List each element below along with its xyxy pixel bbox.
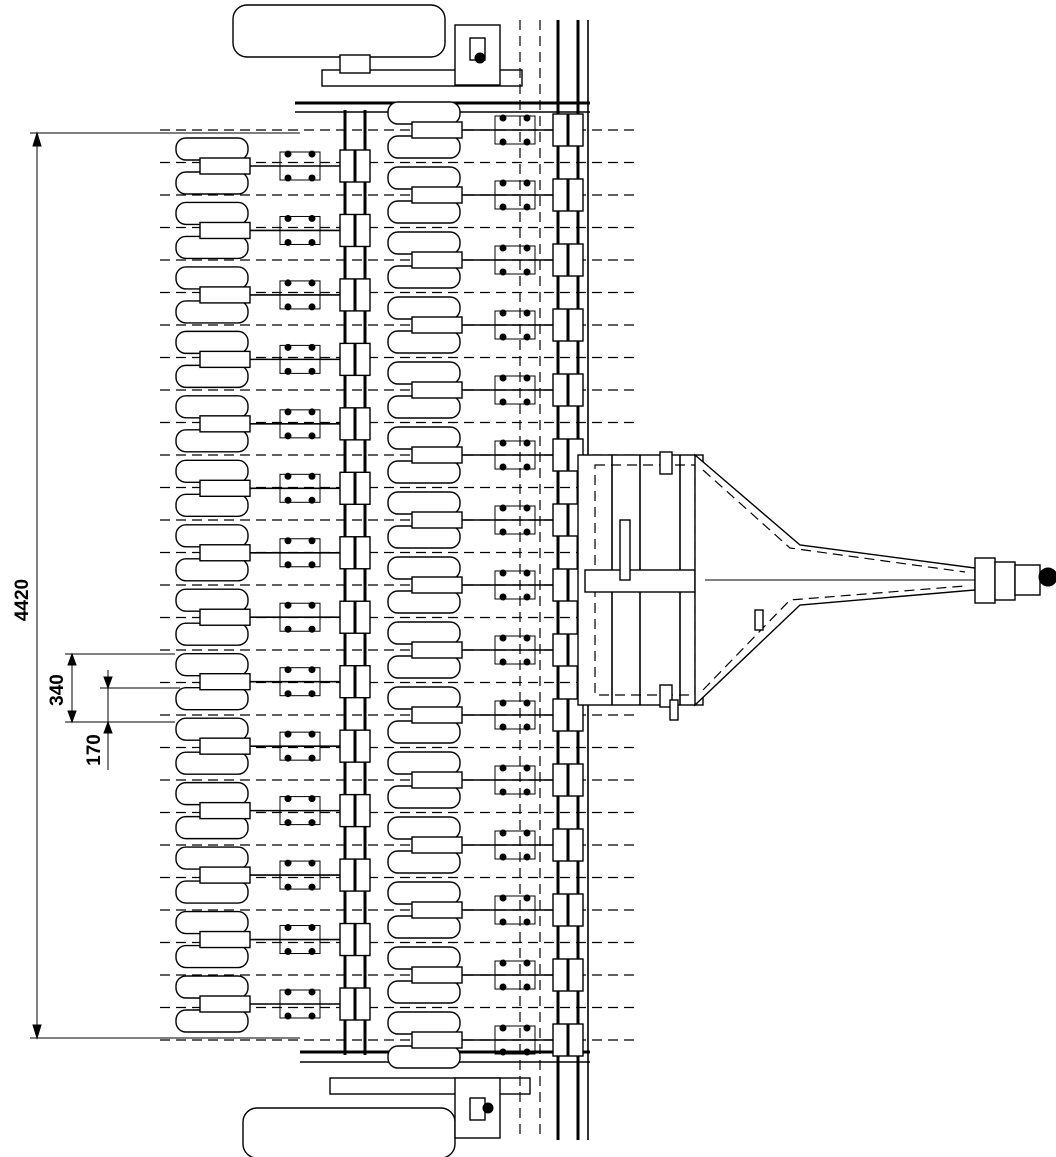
row-unit-rear <box>387 686 584 744</box>
row-unit-front <box>175 137 371 195</box>
transport-wheel-top <box>232 4 446 58</box>
dimension-overall-width <box>30 131 300 1040</box>
row-unit-rear <box>387 751 584 809</box>
row-unit-rear <box>387 881 584 939</box>
row-unit-front <box>175 395 371 453</box>
row-unit-front <box>175 524 371 582</box>
row-unit-rear <box>387 296 584 354</box>
row-unit-rear <box>387 361 584 419</box>
row-unit-rear <box>387 946 584 1004</box>
dimension-label-4420: 4420 <box>12 579 33 621</box>
row-unit-rear <box>387 556 584 614</box>
dimension-row-offset <box>100 670 180 770</box>
row-unit-rear <box>387 166 584 224</box>
row-unit-front <box>175 201 371 260</box>
row-unit-front <box>175 717 371 775</box>
row-unit-front <box>175 588 371 646</box>
row-unit-front <box>175 652 371 711</box>
row-unit-rear <box>387 491 584 549</box>
main-frame <box>343 20 589 1140</box>
drawbar-hitch <box>577 451 1056 721</box>
row-unit-rear <box>387 816 584 874</box>
row-unit-front <box>175 975 371 1033</box>
transport-wheel-bottom <box>242 1107 456 1157</box>
row-unit-rear <box>387 101 584 159</box>
row-unit-front <box>175 330 371 389</box>
row-unit-front <box>175 459 371 518</box>
front-row-units <box>175 137 371 1033</box>
dimension-label-340: 340 <box>47 674 68 706</box>
row-unit-front <box>175 781 371 840</box>
row-unit-rear <box>387 426 584 484</box>
row-unit-rear <box>387 1011 584 1069</box>
dimension-label-170: 170 <box>84 734 105 766</box>
row-unit-front <box>175 846 371 904</box>
dimension-row-spacing <box>65 652 175 724</box>
row-unit-front <box>175 910 371 969</box>
row-unit-rear <box>387 621 584 679</box>
row-unit-rear <box>387 231 584 289</box>
row-unit-front <box>175 266 371 324</box>
rear-row-units <box>387 101 584 1069</box>
